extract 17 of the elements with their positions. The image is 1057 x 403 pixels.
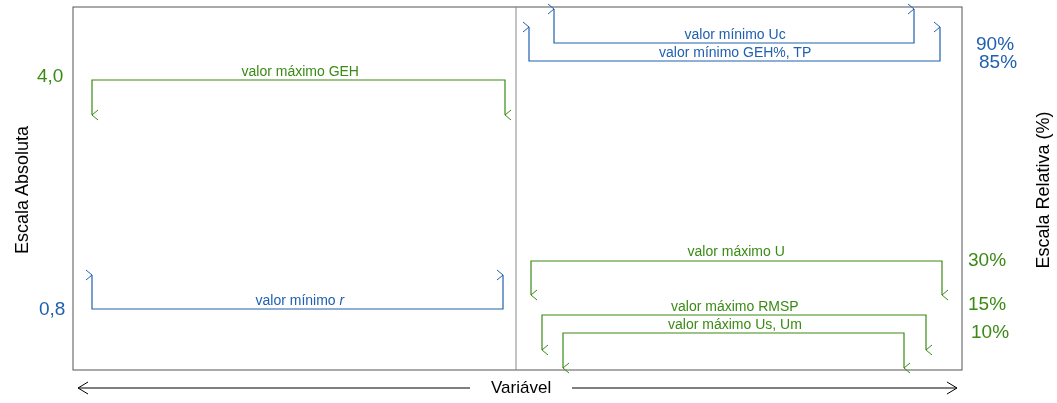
axis-title: Variável [491, 380, 552, 396]
range-label: valor mínimo Uc [684, 26, 786, 42]
range-label: valor máximo U [687, 243, 785, 259]
scale-value: 15% [968, 296, 1007, 312]
range-label: valor máximo Us, Um [668, 316, 802, 332]
range-label: valor máximo GEH [241, 63, 359, 79]
scale-value: 85% [979, 54, 1018, 70]
axis-title: Escala Absoluta [14, 125, 31, 255]
range-label: valor mínimo GEH%, TP [659, 44, 812, 60]
axis-title: Escala Relativa (%) [1034, 111, 1051, 269]
range-label: valor máximo RMSP [671, 298, 799, 314]
scale-value: 10% [971, 324, 1010, 340]
range-label: valor mínimo r [255, 292, 345, 308]
scale-value: 30% [968, 252, 1007, 268]
scale-value: 90% [976, 36, 1015, 52]
scale-value: 0,8 [39, 301, 66, 317]
scale-value: 4,0 [37, 68, 64, 84]
